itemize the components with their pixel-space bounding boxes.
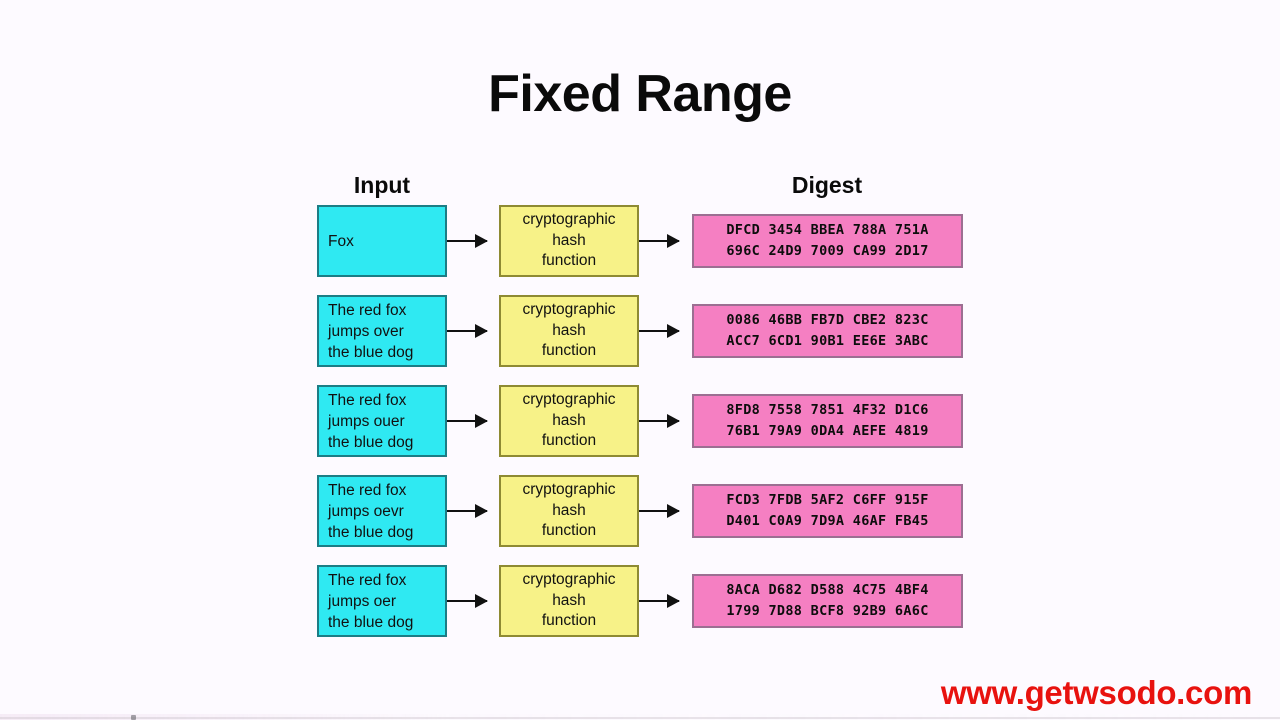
input-text-line: jumps over	[328, 322, 404, 340]
diagram-row: The red fox jumps oer the blue dog crypt…	[317, 565, 963, 637]
site-watermark: www.getwsodo.com	[940, 674, 1252, 711]
input-text-line: the blue dog	[328, 523, 414, 541]
digest-text-line: DFCD 3454 BBEA 788A 751A	[726, 222, 929, 238]
page-title: Fixed Range	[488, 65, 792, 123]
digest-text-line: ACC7 6CD1 90B1 EE6E 3ABC	[726, 333, 929, 349]
hash-function-box: cryptographic hash function	[499, 205, 639, 277]
input-text-line: The red fox	[328, 391, 407, 409]
column-heading-input: Input	[353, 172, 411, 198]
digest-box: 0086 46BB FB7D CBE2 823C ACC7 6CD1 90B1 …	[692, 304, 963, 358]
hash-label-line: cryptographic	[522, 571, 616, 589]
column-heading-digest: Digest	[791, 172, 863, 198]
digest-text-line: 1799 7D88 BCF8 92B9 6A6C	[726, 603, 929, 619]
hash-diagram: Fox cryptographic hash function DFCD 345…	[317, 205, 963, 637]
hash-function-box: cryptographic hash function	[499, 475, 639, 547]
digest-text-line: 8ACA D682 D588 4C75 4BF4	[726, 582, 929, 598]
digest-box: 8FD8 7558 7851 4F32 D1C6 76B1 79A9 0DA4 …	[692, 394, 963, 448]
hash-function-box: cryptographic hash function	[499, 295, 639, 367]
input-box: The red fox jumps oer the blue dog	[317, 565, 447, 637]
video-player-progress-bar[interactable]	[0, 714, 1280, 720]
digest-text-line: 0086 46BB FB7D CBE2 823C	[726, 312, 929, 328]
input-box: The red fox jumps oevr the blue dog	[317, 475, 447, 547]
input-text-line: Fox	[328, 232, 354, 250]
diagram-row: Fox cryptographic hash function DFCD 345…	[317, 205, 963, 277]
digest-text-line: D401 C0A9 7D9A 46AF FB45	[726, 513, 929, 529]
arrow-hash-to-digest	[639, 330, 679, 332]
digest-box: DFCD 3454 BBEA 788A 751A 696C 24D9 7009 …	[692, 214, 963, 268]
diagram-row: The red fox jumps ouer the blue dog cryp…	[317, 385, 963, 457]
arrow-hash-to-digest	[639, 600, 679, 602]
digest-text-line: 696C 24D9 7009 CA99 2D17	[726, 243, 929, 259]
digest-box: 8ACA D682 D588 4C75 4BF4 1799 7D88 BCF8 …	[692, 574, 963, 628]
digest-text-line: 8FD8 7558 7851 4F32 D1C6	[726, 402, 929, 418]
hash-label-line: cryptographic	[522, 481, 616, 499]
input-text-line: the blue dog	[328, 343, 414, 361]
input-box: The red fox jumps ouer the blue dog	[317, 385, 447, 457]
hash-label-line: function	[541, 612, 597, 630]
arrow-hash-to-digest	[639, 240, 679, 242]
arrow-input-to-hash	[447, 330, 487, 332]
input-text-line: The red fox	[328, 481, 407, 499]
digest-text-line: FCD3 7FDB 5AF2 C6FF 915F	[726, 492, 929, 508]
hash-label-line: function	[541, 432, 597, 450]
hash-function-box: cryptographic hash function	[499, 385, 639, 457]
hash-label-line: cryptographic	[522, 391, 616, 409]
input-text-line: jumps oer	[328, 592, 397, 610]
input-text-line: the blue dog	[328, 613, 414, 631]
hash-label-line: hash	[552, 591, 586, 609]
arrow-input-to-hash	[447, 600, 487, 602]
diagram-row: The red fox jumps oevr the blue dog cryp…	[317, 475, 963, 547]
hash-label-line: cryptographic	[522, 301, 616, 319]
diagram-row: The red fox jumps over the blue dog cryp…	[317, 295, 963, 367]
hash-function-box: cryptographic hash function	[499, 565, 639, 637]
input-text-line: jumps oevr	[328, 502, 404, 520]
hash-label-line: function	[541, 342, 597, 360]
input-text-line: the blue dog	[328, 433, 414, 451]
input-text-line: jumps ouer	[328, 412, 405, 430]
digest-text-line: 76B1 79A9 0DA4 AEFE 4819	[726, 423, 929, 439]
input-text-line: The red fox	[328, 301, 407, 319]
hash-label-line: function	[541, 252, 597, 270]
arrow-hash-to-digest	[639, 510, 679, 512]
hash-label-line: hash	[552, 231, 586, 249]
arrow-hash-to-digest	[639, 420, 679, 422]
input-box: The red fox jumps over the blue dog	[317, 295, 447, 367]
progress-handle[interactable]	[131, 715, 136, 720]
hash-label-line: hash	[552, 321, 586, 339]
digest-box: FCD3 7FDB 5AF2 C6FF 915F D401 C0A9 7D9A …	[692, 484, 963, 538]
input-box: Fox	[317, 205, 447, 277]
hash-label-line: function	[541, 522, 597, 540]
progress-track[interactable]	[0, 717, 1280, 719]
arrow-input-to-hash	[447, 420, 487, 422]
arrow-input-to-hash	[447, 510, 487, 512]
input-text-line: The red fox	[328, 571, 407, 589]
arrow-input-to-hash	[447, 240, 487, 242]
hash-label-line: hash	[552, 501, 586, 519]
hash-label-line: hash	[552, 411, 586, 429]
hash-label-line: cryptographic	[522, 211, 616, 229]
